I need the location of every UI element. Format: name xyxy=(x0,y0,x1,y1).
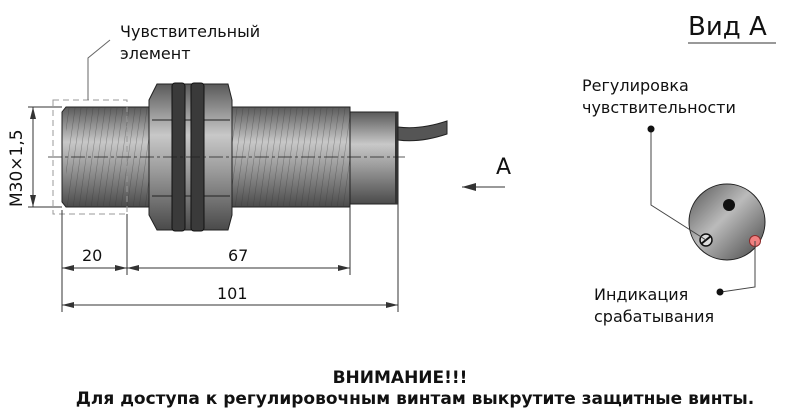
cable xyxy=(397,120,448,142)
adjust-label-1: Регулировка xyxy=(582,76,689,95)
thread-label: M30×1,5 xyxy=(7,129,27,207)
dim-front: 20 xyxy=(82,246,103,265)
dim-total: 101 xyxy=(217,284,248,303)
sensitive-element-label-2: элемент xyxy=(120,44,191,63)
sensitive-element-label-1: Чувствительный xyxy=(120,22,261,41)
warning-title: ВНИМАНИЕ!!! xyxy=(332,368,468,388)
dim-middle: 67 xyxy=(228,246,249,265)
warning-text: Для доступа к регулировочным винтам выкр… xyxy=(75,389,755,409)
indication-label-1: Индикация xyxy=(594,285,689,304)
connector-hole xyxy=(723,199,735,211)
end-view xyxy=(647,125,766,296)
indication-label-2: срабатывания xyxy=(594,307,715,326)
view-arrow-label: А xyxy=(496,155,512,180)
adjust-label-2: чувствительности xyxy=(582,98,736,117)
view-title: Вид А xyxy=(688,12,767,42)
